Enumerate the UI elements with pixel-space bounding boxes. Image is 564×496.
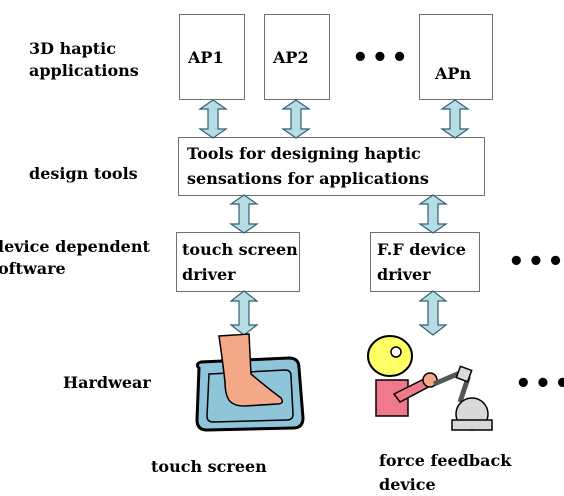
design-tools-box: Tools for designing haptic sensations fo…: [178, 137, 485, 196]
app-ellipsis: •••: [352, 43, 411, 73]
user-head-icon: [367, 335, 413, 377]
double-arrow-ff-driver-hardware: [418, 290, 448, 336]
app-box-2-label: AP2: [273, 48, 309, 67]
app-box-2: AP2: [264, 14, 330, 100]
app-box-n: APn: [419, 14, 493, 100]
applications-label-line-1: 3D haptic: [29, 39, 116, 58]
app-box-1: AP1: [179, 14, 245, 100]
double-arrow-apn-tools: [440, 99, 470, 139]
device-dependent-layer-label: levice dependent oftware: [0, 236, 150, 280]
force-feedback-caption-line-2: device: [379, 475, 436, 494]
ff-device-driver-line-2: driver: [377, 265, 431, 284]
hardware-layer-label: Hardwear: [63, 373, 151, 392]
robot-joint-icon: [455, 365, 473, 383]
app-box-1-label: AP1: [188, 48, 224, 67]
touch-screen-illustration: [195, 333, 305, 432]
device-dependent-label-line-2: oftware: [0, 259, 66, 278]
device-dependent-label-line-1: levice dependent: [0, 237, 150, 256]
design-tools-line-2: sensations for applications: [187, 169, 429, 188]
double-arrow-tools-ff-driver: [418, 194, 448, 234]
force-feedback-caption: force feedback device: [379, 449, 511, 496]
touch-screen-driver-box: touch screen driver: [176, 232, 300, 292]
double-arrow-touch-driver-hardware: [229, 290, 259, 336]
applications-label-line-2: applications: [29, 61, 139, 80]
app-box-n-label: APn: [435, 64, 472, 83]
touch-screen-driver-line-1: touch screen: [182, 240, 298, 259]
force-feedback-caption-line-1: force feedback: [379, 451, 512, 470]
double-arrow-ap2-tools: [281, 99, 311, 139]
double-arrow-tools-touch-driver: [229, 194, 259, 234]
hardware-ellipsis: •••: [515, 369, 564, 399]
touch-screen-caption: touch screen: [151, 457, 267, 476]
force-feedback-illustration: [367, 335, 493, 431]
ff-device-driver-line-1: F.F device: [377, 240, 466, 259]
driver-ellipsis: •••: [508, 247, 564, 277]
design-tools-layer-label: design tools: [29, 164, 138, 183]
applications-layer-label: 3D haptic applications: [29, 38, 139, 82]
robot-foot-icon: [451, 419, 493, 431]
touch-screen-driver-line-2: driver: [182, 265, 236, 284]
hand-icon: [218, 333, 284, 407]
ff-device-driver-box: F.F device driver: [370, 232, 480, 292]
double-arrow-ap1-tools: [198, 99, 228, 139]
design-tools-line-1: Tools for designing haptic: [187, 144, 421, 163]
user-eye-icon: [390, 346, 402, 358]
